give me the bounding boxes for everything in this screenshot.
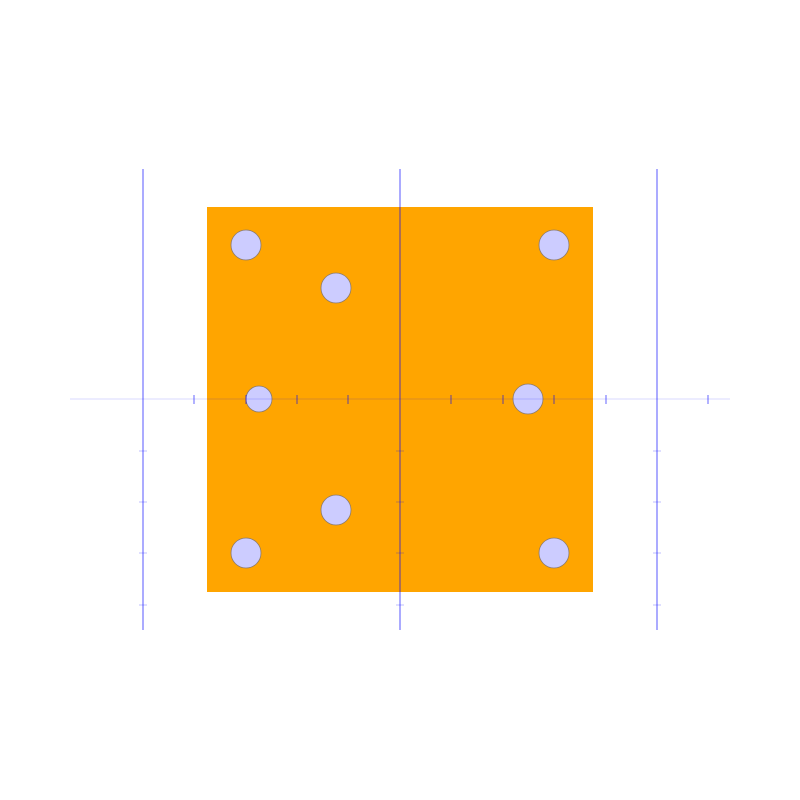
hole-top-left	[230, 229, 262, 261]
hole-mid-right	[512, 383, 544, 415]
hole-bottom-left	[230, 537, 262, 569]
axes-group	[70, 169, 730, 630]
hole-bottom-right	[538, 537, 570, 569]
hole-top-right	[538, 229, 570, 261]
hole-lower-inner	[320, 494, 352, 526]
holes-group	[230, 229, 570, 569]
hole-upper-inner	[320, 272, 352, 304]
